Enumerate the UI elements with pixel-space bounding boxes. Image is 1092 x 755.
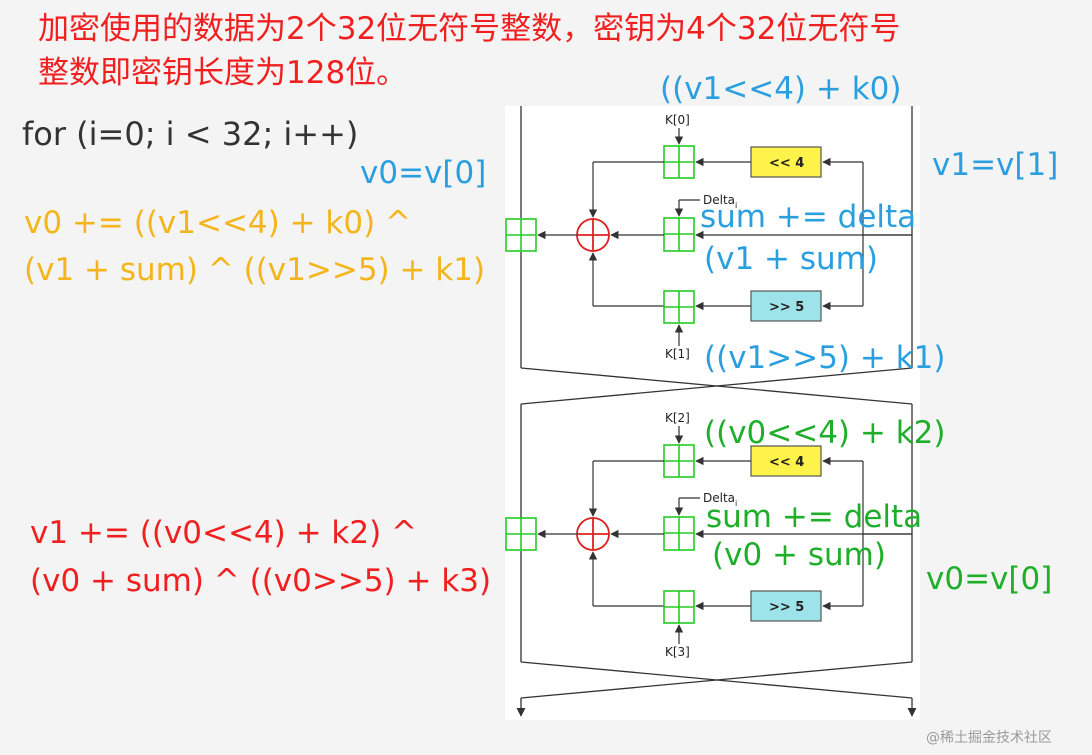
round1-sum-label: sum += delta <box>700 199 917 235</box>
adder-sum-1 <box>663 217 695 252</box>
xor-1 <box>576 218 610 252</box>
round2-shift-left-label: ((v0<<4) + k2) <box>704 415 946 451</box>
feistel-diagram-panel: K[0] << 4 Deltai <box>505 106 920 720</box>
delta-label-2: Deltai <box>703 491 737 508</box>
cross-line-d <box>520 661 913 699</box>
round2-v0-label: v0=v[0] <box>926 561 1053 597</box>
round2-sum-label: sum += delta <box>706 499 923 535</box>
shl-label-2: << 4 <box>769 455 804 470</box>
shl-label-1: << 4 <box>769 156 804 171</box>
description-line-2: 整数即密钥长度为128位。 <box>38 55 408 91</box>
shift-right-box-2: >> 5 <box>750 590 822 622</box>
shr-label-2: >> 5 <box>769 600 804 615</box>
feistel-diagram: K[0] << 4 Deltai <box>505 106 917 717</box>
round1-top-label: ((v1<<4) + k0) <box>660 71 902 107</box>
adder-k1 <box>663 290 695 324</box>
adder-k2 <box>663 444 695 478</box>
round1-formula-line-1: v0 += ((v1<<4) + k0) ^ <box>24 205 412 241</box>
loop-header: for (i=0; i < 32; i++) <box>22 115 359 153</box>
round1-formula-line-2: (v1 + sum) ^ ((v1>>5) + k1) <box>24 252 486 288</box>
adder-k3 <box>663 590 695 624</box>
cross-line-b <box>520 367 913 405</box>
round1-shift-right-label: ((v1>>5) + k1) <box>704 340 946 376</box>
round1-v1-label: v1=v[1] <box>932 147 1059 183</box>
shift-right-box-1: >> 5 <box>750 290 822 322</box>
k1-label: K[1] <box>665 347 690 361</box>
adder-k0 <box>663 145 695 179</box>
description-line-1: 加密使用的数据为2个32位无符号整数，密钥为4个32位无符号 <box>38 11 901 47</box>
round2-formula-line-2: (v0 + sum) ^ ((v0>>5) + k3) <box>30 563 492 599</box>
shift-left-box-2: << 4 <box>750 445 822 477</box>
k2-label: K[2] <box>665 411 690 425</box>
adder-sum-2 <box>663 516 695 551</box>
shr-label-1: >> 5 <box>769 300 804 315</box>
round2-sum-expr: (v0 + sum) <box>712 537 886 573</box>
round2-formula-line-1: v1 += ((v0<<4) + k2) ^ <box>30 515 418 551</box>
shift-left-box-1: << 4 <box>750 146 822 178</box>
round1-sum-expr: (v1 + sum) <box>704 241 878 277</box>
round1-v0-label: v0=v[0] <box>360 155 487 191</box>
delta-label-1: Deltai <box>703 193 737 210</box>
k3-label: K[3] <box>665 645 690 659</box>
xor-2 <box>576 517 610 551</box>
adder-left-2 <box>505 517 537 551</box>
k0-label: K[0] <box>665 113 690 127</box>
adder-left-1 <box>505 218 537 252</box>
watermark: @稀土掘金技术社区 <box>926 730 1052 746</box>
